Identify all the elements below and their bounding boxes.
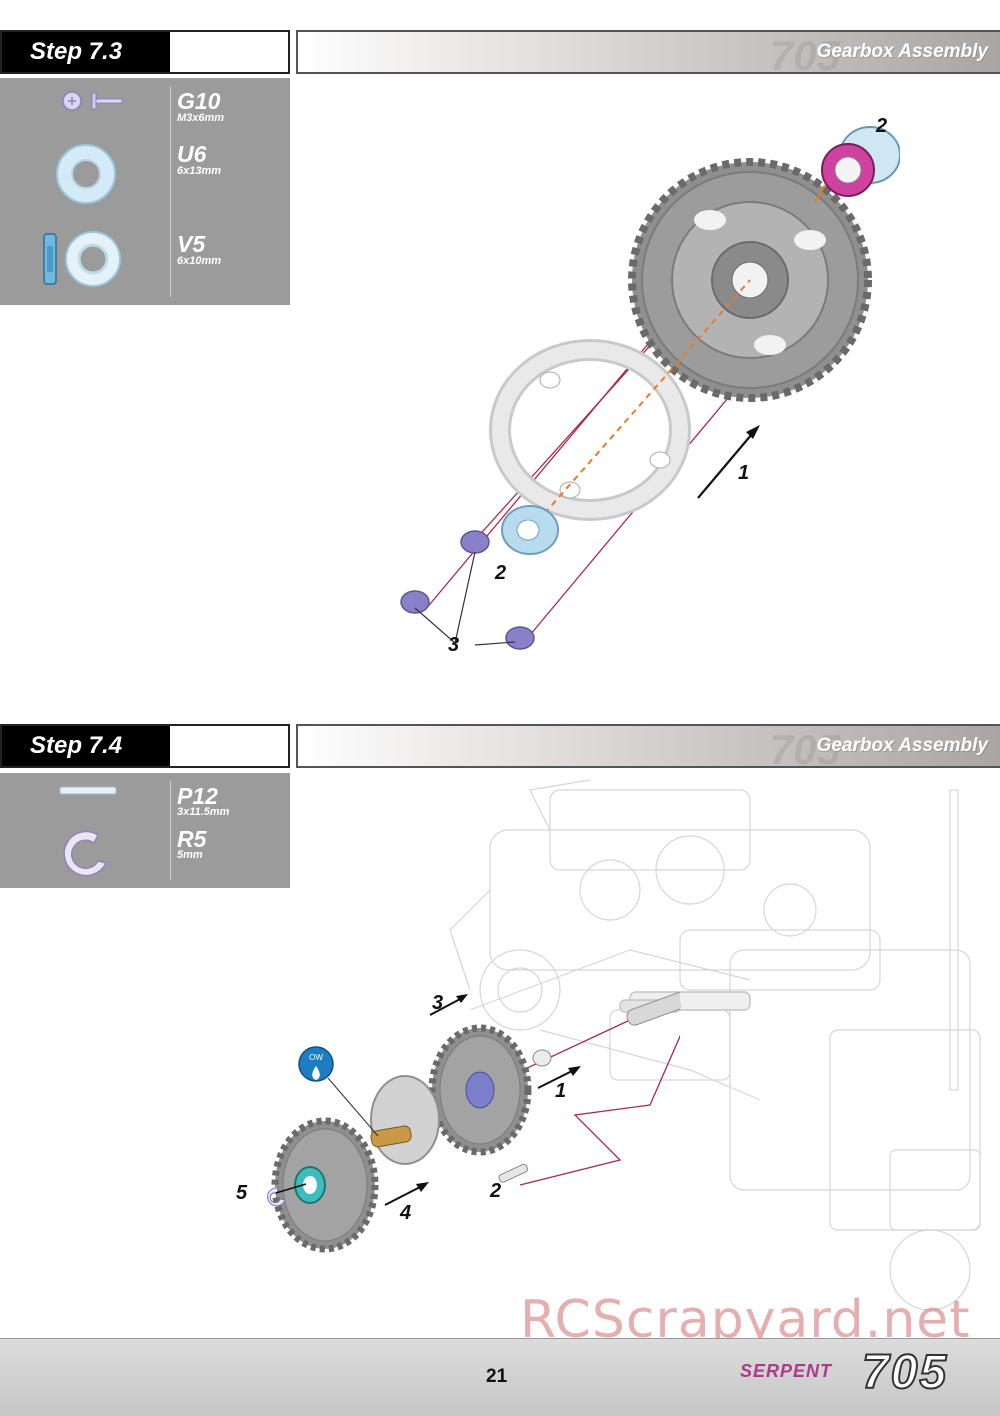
screw-icon — [62, 91, 123, 111]
spur-gear-large — [428, 1024, 532, 1156]
direction-arrow — [697, 425, 760, 499]
part-size: 6x13mm — [177, 165, 222, 177]
bearing-icon — [43, 231, 121, 287]
callout-label: 2 — [490, 1180, 502, 1202]
step-label-background — [2, 32, 170, 72]
part-code: R5 — [177, 826, 207, 852]
direction-arrow — [537, 1066, 581, 1089]
part-code: P12 — [177, 783, 218, 809]
callout-pointer-lines — [414, 551, 516, 646]
section-title: Gearbox Assembly — [816, 735, 988, 756]
spur-gear-small — [271, 1117, 379, 1253]
callout-label: 3 — [432, 992, 444, 1014]
step-label: Step 7.3 — [30, 38, 123, 65]
oil-badge-label: OW — [309, 1053, 323, 1062]
screw-parts — [400, 530, 535, 650]
callout-label: 5 — [236, 1182, 248, 1204]
step-label-background — [2, 726, 170, 766]
gear-assembly-diagram — [400, 126, 900, 650]
callout-label: 1 — [738, 462, 750, 484]
part-code: U6 — [177, 141, 207, 167]
part-code: G10 — [177, 88, 221, 114]
axis-dashed-line — [529, 279, 751, 531]
part-code: V5 — [177, 231, 206, 257]
callout-label: 2 — [495, 562, 507, 584]
section-header-bar: 705 Gearbox Assembly — [296, 30, 1000, 79]
part-size: 6x10mm — [177, 255, 222, 267]
page-number: 21 — [486, 1366, 508, 1387]
bearing-part — [814, 126, 900, 203]
clutch-bell — [489, 339, 691, 521]
callout-label: 3 — [448, 634, 460, 656]
clutch-shoe — [370, 1075, 440, 1165]
step-label: Step 7.4 — [30, 732, 123, 759]
part-size: M3x6mm — [177, 112, 225, 124]
pin-icon — [59, 786, 117, 795]
pin-part — [498, 1163, 529, 1183]
callout-label: 4 — [400, 1202, 412, 1224]
callout-label: 1 — [555, 1080, 567, 1102]
section-watermark: 705 — [769, 726, 840, 773]
washer-part — [501, 505, 559, 555]
parts-panel: G10 M3x6mm U6 6x13mm V5 6x10mm — [0, 78, 290, 305]
oil-drop-icon — [298, 1046, 334, 1082]
model-logo: 705 — [861, 1345, 949, 1400]
small-washer-part — [532, 1049, 552, 1067]
callout-label: 2 — [876, 115, 888, 137]
page-footer: 21 SERPENT 705 — [0, 1338, 1000, 1416]
direction-arrow — [384, 1182, 429, 1206]
e-clip-part — [267, 1187, 286, 1207]
section-watermark: 705 — [769, 32, 840, 79]
direction-arrow — [275, 1183, 307, 1194]
part-size: 5mm — [177, 849, 203, 861]
direction-arrow — [429, 994, 468, 1016]
section-header-bar: 705 Gearbox Assembly — [296, 724, 1000, 773]
shaft-part — [626, 990, 680, 1026]
parts-divider — [170, 781, 171, 880]
washer-icon — [56, 144, 116, 204]
parts-panel: P12 3x11.5mm R5 5mm — [0, 773, 290, 888]
step-header-tab: Step 7.4 — [0, 724, 290, 768]
part-size: 3x11.5mm — [177, 806, 230, 818]
section-title: Gearbox Assembly — [816, 41, 988, 62]
e-clip-icon — [63, 830, 108, 877]
step-header-tab: Step 7.3 — [0, 30, 290, 74]
clutch-assembly-diagram: OW — [267, 990, 680, 1253]
oil-pointer-line — [327, 1077, 379, 1137]
brand-logo: SERPENT — [740, 1361, 833, 1381]
parts-divider — [170, 86, 171, 297]
